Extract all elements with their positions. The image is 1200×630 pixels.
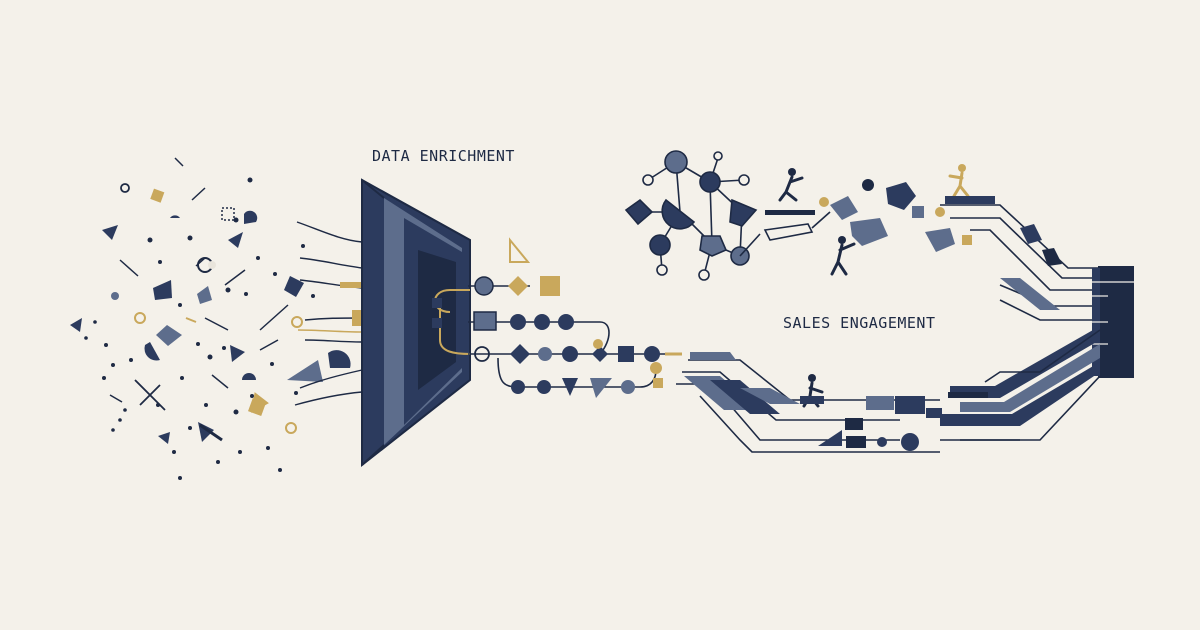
pipeline-stream bbox=[432, 237, 682, 398]
input-wires bbox=[294, 221, 363, 406]
sales-engagement-label: SALES ENGAGEMENT bbox=[783, 314, 936, 332]
scattered-data-particles bbox=[70, 157, 351, 480]
lower-bars bbox=[684, 352, 942, 451]
enrichment-funnel bbox=[361, 178, 471, 468]
person-figure bbox=[765, 164, 970, 408]
gold-connector bbox=[340, 282, 368, 288]
data-enrichment-label: DATA ENRICHMENT bbox=[372, 147, 515, 165]
sales-endpoint-block bbox=[1092, 266, 1134, 378]
shape-blobs bbox=[739, 179, 972, 257]
return-bundle bbox=[940, 326, 1101, 441]
upper-connector-lines bbox=[940, 204, 1100, 321]
node-network bbox=[624, 150, 758, 281]
upper-bars bbox=[945, 196, 1062, 310]
